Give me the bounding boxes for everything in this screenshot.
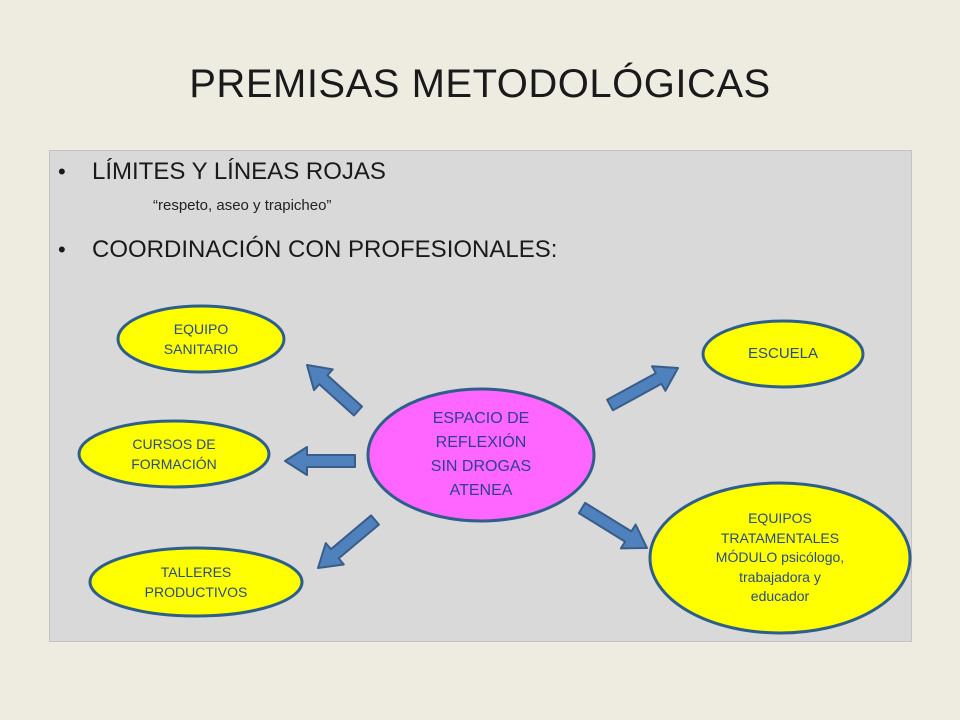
- node-equipo-sanitario: [116, 304, 286, 374]
- arrow-to-equipos-tratamentales: [577, 501, 648, 550]
- bullet-limites-subtext: “respeto, aseo y trapicheo”: [153, 197, 332, 214]
- bullet-coordinacion: • COORDINACIÓN CON PROFESIONALES:: [58, 236, 557, 264]
- bullet-limites-text: LÍMITES Y LÍNEAS ROJAS: [92, 158, 386, 185]
- arrow-to-escuela: [606, 365, 679, 412]
- arrow-to-equipo-sanitario: [306, 364, 363, 417]
- slide-title: PREMISAS METODOLÓGICAS: [189, 62, 771, 106]
- bullet-dot: •: [58, 159, 66, 184]
- node-talleres-productivos: [88, 546, 304, 618]
- node-equipos-tratamentales: [648, 481, 912, 635]
- arrow-to-talleres-productivos: [317, 514, 380, 569]
- bullet-dot: •: [58, 237, 66, 262]
- node-espacio-atenea: [366, 387, 596, 523]
- node-cursos-formacion: [77, 419, 271, 489]
- bullet-coordinacion-text: COORDINACIÓN CON PROFESIONALES:: [92, 236, 558, 263]
- node-escuela: [701, 319, 865, 389]
- bullet-limites: • LÍMITES Y LÍNEAS ROJAS: [58, 158, 386, 186]
- arrow-to-cursos-formacion: [284, 446, 356, 476]
